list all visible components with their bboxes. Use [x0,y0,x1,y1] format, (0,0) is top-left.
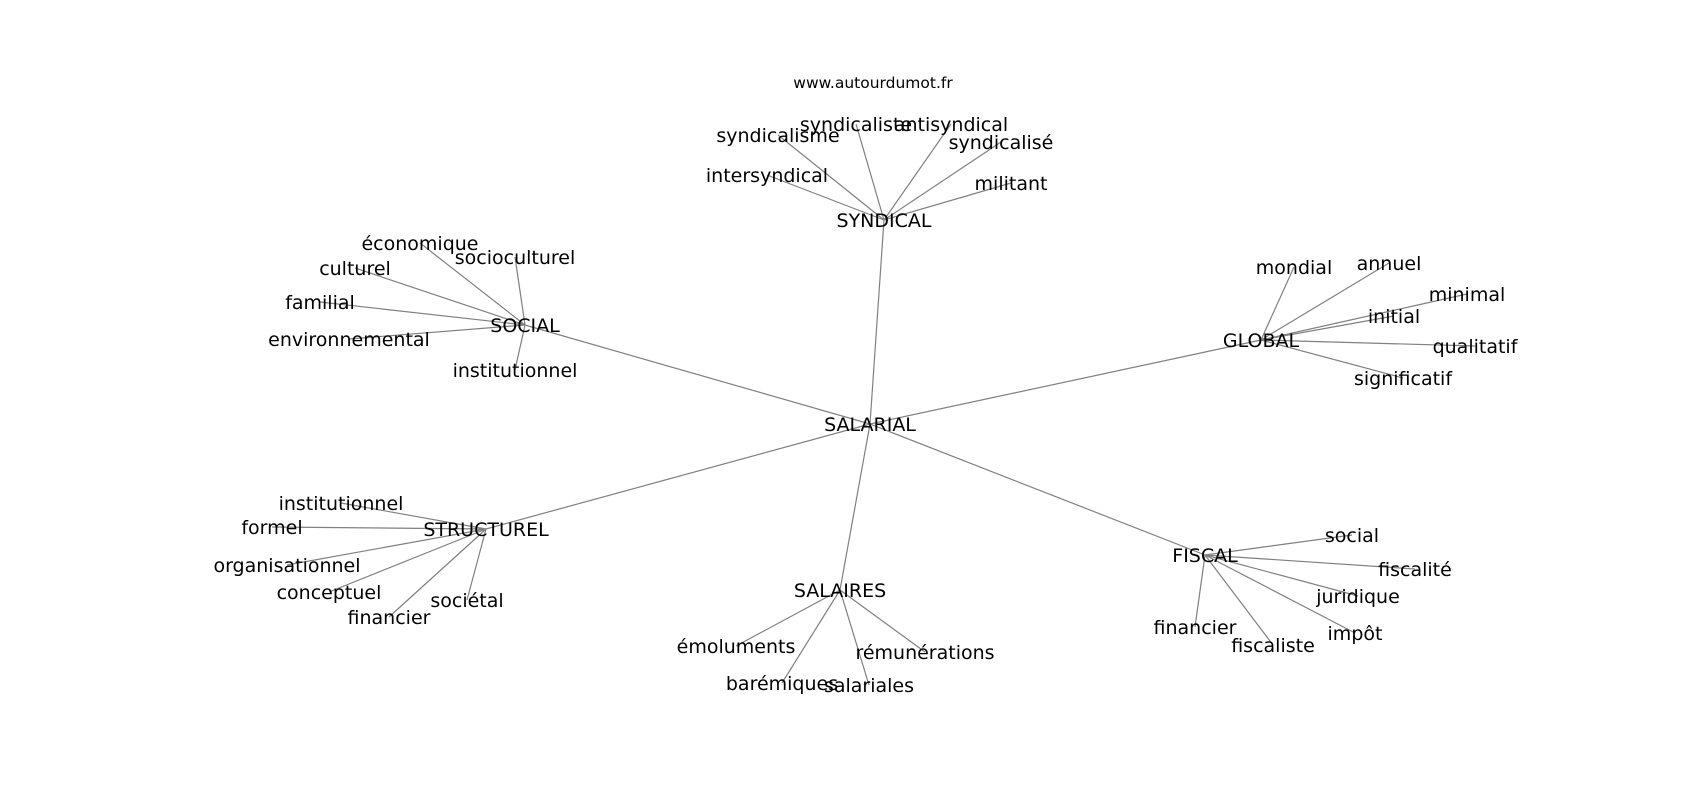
edge-structurel-word [340,502,487,530]
edge-social-word [419,242,526,326]
edge-social-word [514,256,526,326]
word-node: socioculturel [455,247,576,269]
word-node: institutionnel [453,360,578,382]
word-node: juridique [1315,586,1400,608]
edge-global-word [1260,266,1295,341]
source-url: www.autourdumot.fr [793,74,953,92]
word-node: économique [361,233,478,255]
edge-social-word [319,301,526,326]
word-node: environnemental [268,329,430,351]
edge-fiscal-word [1204,554,1416,570]
word-node: rémunérations [855,642,994,664]
word-node: qualitatif [1433,336,1519,358]
edge-fiscal-word [1204,554,1356,634]
word-node: initial [1368,306,1420,328]
word-node: salariales [824,675,914,697]
edge-social-word [348,324,526,340]
cluster-node-structurel: STRUCTUREL [423,519,549,541]
edge-global-word [1260,262,1390,341]
cluster-node-social: SOCIAL [490,315,560,337]
word-node: fiscalité [1378,559,1452,581]
word-node: fiscaliste [1231,635,1315,657]
edge-structurel-word [328,528,487,593]
word-node: culturel [319,258,391,280]
edge-salaires-word [781,589,841,684]
word-node: social [1325,525,1379,547]
edge-center-syndical [869,219,885,425]
word-node: impôt [1328,623,1383,645]
edge-global-word [1260,339,1404,379]
word-node: syndicalisme [716,125,839,147]
edge-syndical-word [883,123,952,221]
edge-syndical-word [883,141,1002,221]
cluster-node-fiscal: FISCAL [1172,545,1238,567]
edge-social-word [354,267,526,326]
word-node: minimal [1429,284,1506,306]
word-node: antisyndical [894,114,1008,136]
edge-salaires-word [839,589,926,653]
word-node: syndicaliste [800,114,912,136]
edge-center-salaires [839,423,871,591]
edge-global-word [1260,293,1468,341]
edge-fiscal-word [1194,554,1206,628]
cluster-node-global: GLOBAL [1223,330,1300,352]
cluster-node-salaires: SALAIRES [794,580,886,602]
word-node: intersyndical [706,165,828,187]
edge-social-word [514,324,526,371]
edge-structurel-word [286,528,487,566]
edge-center-fiscal [869,423,1206,556]
word-node: barémiques [726,673,838,695]
word-node: conceptuel [277,582,382,604]
edge-fiscal-word [1204,554,1359,597]
edge-syndical-word [777,134,885,221]
word-node: annuel [1357,253,1422,275]
word-node: militant [975,173,1048,195]
graph-edges [271,123,1476,686]
edge-syndical-word [766,174,885,221]
graph-nodes: SALARIAL SYNDICAL syndicalismesyndicaliste… [213,114,1518,697]
edge-structurel-word [466,528,487,601]
word-node: émoluments [677,636,796,658]
edge-global-word [1260,339,1476,347]
edge-syndical-word [883,182,1012,221]
edge-structurel-word [388,528,487,618]
edge-structurel-word [271,526,487,530]
edge-center-structurel [485,423,871,530]
word-node: significatif [1354,368,1453,390]
edge-salaires-word [735,589,841,647]
word-node: mondial [1256,257,1332,279]
word-node: formel [241,517,302,539]
center-node: SALARIAL [824,414,916,436]
word-node: financier [348,607,431,629]
edge-global-word [1260,315,1395,341]
edge-center-social [524,324,871,425]
edge-center-global [869,339,1262,425]
word-node: institutionnel [279,493,404,515]
edge-syndical-word [855,123,885,221]
word-node: sociétal [430,590,503,612]
word-node: organisationnel [213,555,360,577]
word-node: financier [1154,617,1237,639]
edge-fiscal-word [1204,554,1274,646]
edge-fiscal-word [1204,534,1353,556]
edge-salaires-word [839,589,870,686]
word-node: familial [285,292,355,314]
cluster-node-syndical: SYNDICAL [837,210,932,232]
word-node: syndicalisé [949,132,1054,154]
